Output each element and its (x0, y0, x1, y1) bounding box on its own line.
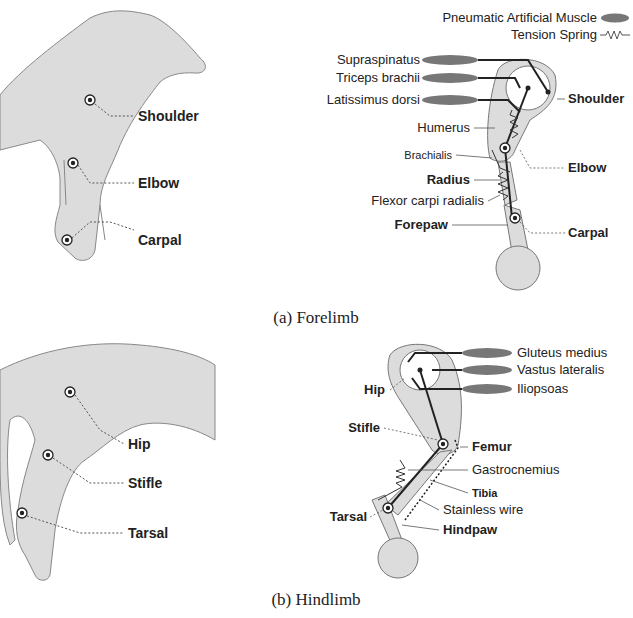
subfigure-caption: (a) Forelimb (273, 308, 358, 328)
muscle-label: Triceps brachii (336, 71, 420, 86)
muscle-sample (601, 14, 629, 23)
joint-label: Elbow (138, 175, 179, 191)
joint-label: Shoulder (138, 108, 199, 124)
legend-text: Pneumatic Artificial Muscle (442, 11, 597, 26)
muscle-label: Supraspinatus (337, 53, 420, 68)
part-label: Stainless wire (443, 503, 523, 518)
joint-label: Stifle (128, 475, 162, 491)
spring-sample (600, 31, 630, 39)
joint-label: Hip (364, 383, 385, 398)
muscle-label: Gastrocnemius (472, 463, 559, 478)
part-label: Tibia (472, 487, 497, 500)
subfigure-caption: (b) Hindlimb (271, 590, 360, 610)
joint-label: Carpal (568, 226, 608, 241)
muscle-label: Iliopsoas (517, 382, 568, 397)
legend-text: Tension Spring (511, 28, 597, 43)
robot-hindlimb (370, 344, 512, 578)
muscle-label: Brachialis (404, 149, 452, 162)
joint-label: Tarsal (330, 510, 367, 525)
joint-label: Hip (128, 436, 151, 452)
joint-label: Tarsal (128, 525, 168, 541)
part-label: Femur (472, 440, 512, 455)
dog-hindlimb (0, 344, 215, 581)
part-label: Humerus (417, 121, 470, 136)
muscle-label: Vastus lateralis (517, 363, 604, 378)
joint-label: Carpal (138, 232, 182, 248)
joint-label: Shoulder (568, 92, 624, 107)
part-label: Hindpaw (443, 523, 497, 538)
muscle-label: Latissimus dorsi (327, 93, 420, 108)
robot-forelimb (422, 55, 565, 290)
muscle-label: Gluteus medius (517, 346, 607, 361)
part-label: Radius (427, 173, 470, 188)
muscle-label: Flexor carpi radialis (371, 194, 484, 209)
joint-label: Stifle (348, 421, 380, 436)
dog-forelimb (0, 11, 205, 261)
joint-label: Elbow (568, 161, 606, 176)
part-label: Forepaw (395, 218, 448, 233)
